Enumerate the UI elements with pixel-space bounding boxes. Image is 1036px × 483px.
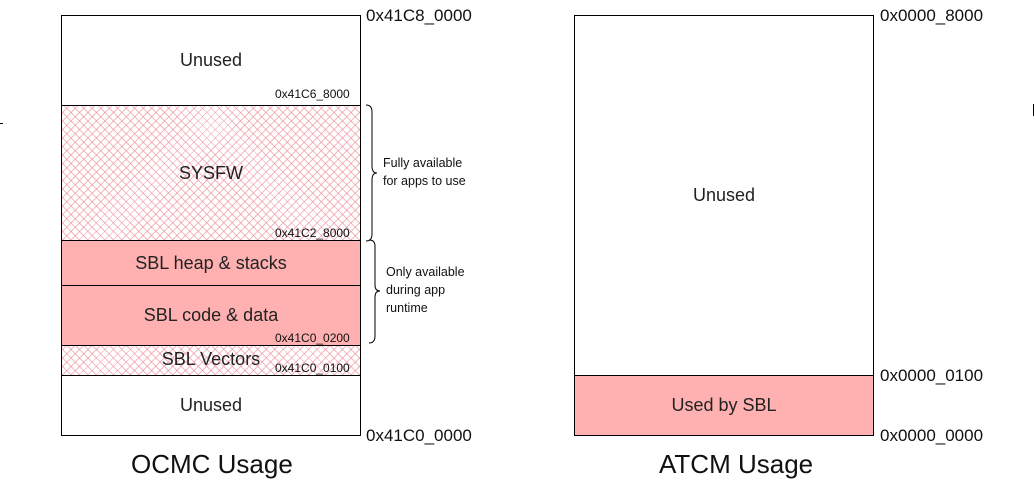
right-edge-mark [1033,104,1034,116]
atcm-unused-region: Unused [574,15,874,375]
ocmc-addr-top: 0x41C8_0000 [366,6,472,25]
note-fully-available: Fully available for apps to use [383,156,466,188]
brace-only-available [368,239,381,344]
ocmc-caption: OCMC Usage [131,449,293,479]
left-edge-mark [0,123,3,124]
atcm-addr-top: 0x0000_8000 [880,6,984,25]
atcm-unused-label: Unused [692,185,756,205]
note-only-available: Only available during app runtime [386,265,465,315]
ocmc-sbl-vectors-label: SBL Vectors [161,349,261,369]
ocmc-addr-41c2-8000: 0x41C2_8000 [275,226,350,240]
ocmc-sbl-heap-label: SBL heap & stacks [135,252,287,273]
atcm-addr-mid: 0x0000_0100 [880,366,984,385]
ocmc-sysfw-region: SYSFW [61,105,361,240]
ocmc-unused-bottom-region: Unused [61,375,361,436]
brace-fully-available [365,104,378,242]
atcm-used-by-sbl-label: Used by SBL [671,395,777,415]
atcm-used-by-sbl-region: Used by SBL [574,375,874,436]
ocmc-sbl-code-label: SBL code & data [143,305,279,325]
ocmc-sbl-code-region: SBL code & data [61,285,361,345]
ocmc-unused-top-label: Unused [179,50,243,70]
ocmc-addr-41c0-0200: 0x41C0_0200 [275,331,350,345]
ocmc-addr-41c6-8000: 0x41C6_8000 [275,87,350,101]
ocmc-unused-top-region: Unused [61,15,361,105]
atcm-addr-bottom: 0x0000_0000 [880,426,984,445]
atcm-caption: ATCM Usage [659,449,814,479]
ocmc-addr-41c0-0100: 0x41C0_0100 [275,361,350,375]
ocmc-sbl-vectors-region: SBL Vectors [61,345,361,375]
ocmc-sbl-heap-region: SBL heap & stacks [61,240,361,285]
ocmc-unused-bottom-label: Unused [179,395,243,415]
ocmc-addr-bottom: 0x41C0_0000 [366,426,472,445]
ocmc-sysfw-label: SYSFW [178,162,243,183]
